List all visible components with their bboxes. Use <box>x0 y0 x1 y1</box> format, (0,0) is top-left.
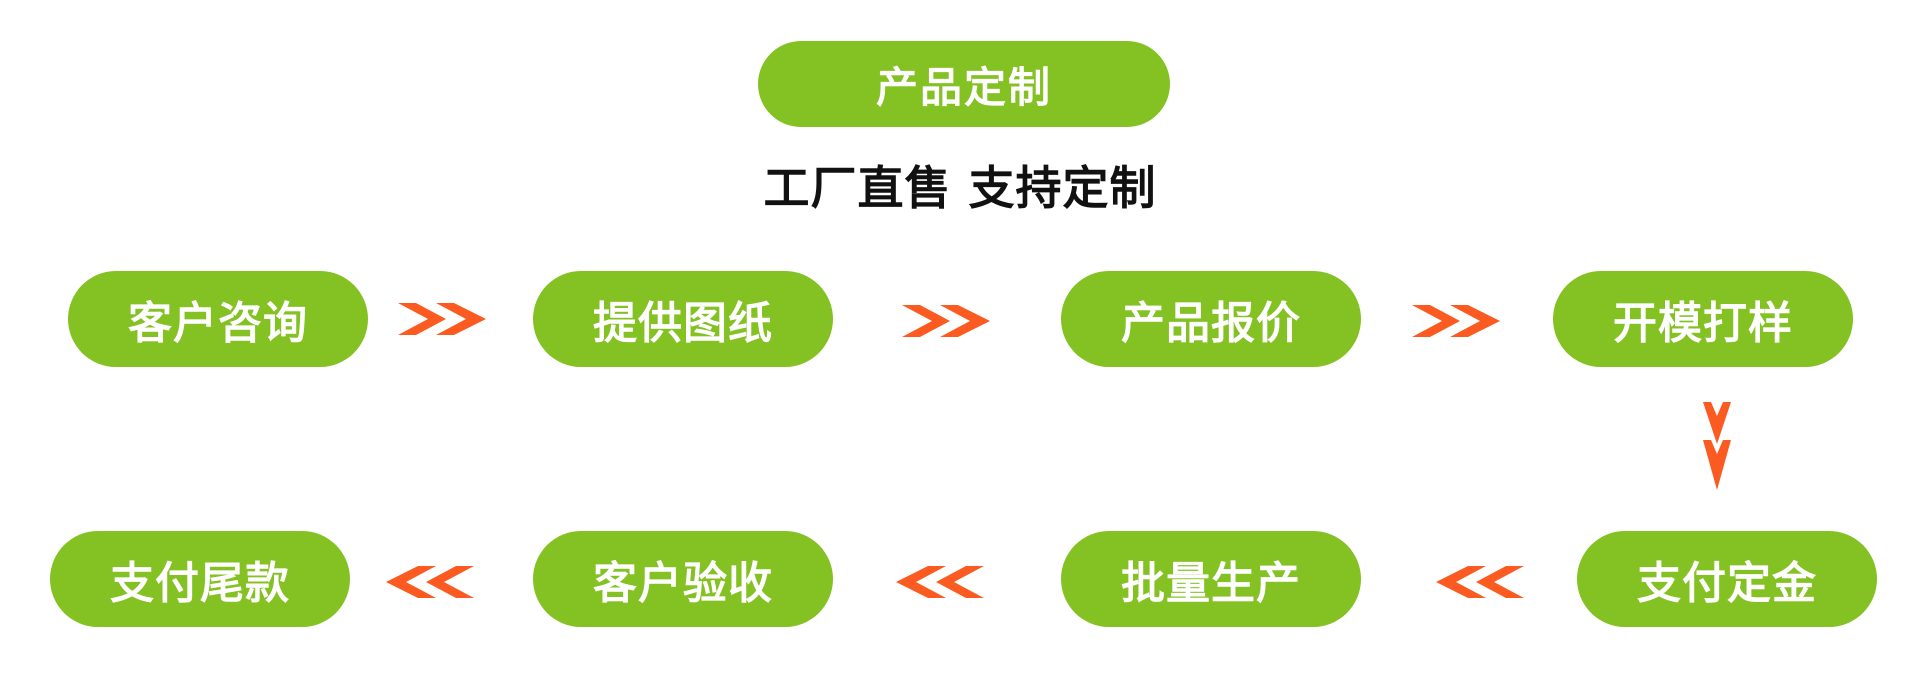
step-5-deposit: 支付定金 <box>1577 531 1877 627</box>
double-chevron-right-icon <box>902 305 990 337</box>
step-2-drawings: 提供图纸 <box>533 271 833 367</box>
double-chevron-left-icon <box>896 566 984 598</box>
double-chevron-down-icon <box>1703 402 1731 490</box>
double-chevron-right-icon <box>1412 305 1500 337</box>
step-6-mass-production: 批量生产 <box>1061 531 1361 627</box>
page-title: 产品定制 <box>758 41 1170 127</box>
step-3-quotation: 产品报价 <box>1061 271 1361 367</box>
double-chevron-left-icon <box>1436 566 1524 598</box>
double-chevron-right-icon <box>398 303 486 335</box>
double-chevron-left-icon <box>386 566 474 598</box>
step-7-acceptance: 客户验收 <box>533 531 833 627</box>
step-4-mold-sample: 开模打样 <box>1553 271 1853 367</box>
page-subtitle: 工厂直售 支持定制 <box>763 161 1157 215</box>
step-1-consult: 客户咨询 <box>68 271 368 367</box>
step-8-final-payment: 支付尾款 <box>50 531 350 627</box>
